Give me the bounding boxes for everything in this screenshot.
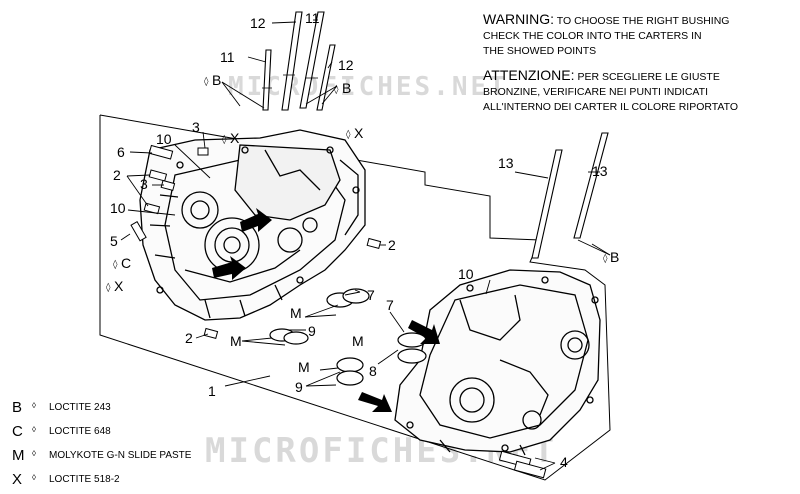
warning-it-text-3: ALL'INTERNO DEI CARTER IL COLORE RIPORTA… xyxy=(483,101,739,113)
drop-icon: ◊ xyxy=(106,282,111,293)
callout-2-bottom: 2 xyxy=(185,330,193,346)
callout-X-left: X xyxy=(114,278,124,294)
callout-7-left: 7 xyxy=(367,287,375,303)
callout-9-upper: 9 xyxy=(308,323,316,339)
callout-6: 6 xyxy=(117,144,125,160)
legend-code: M xyxy=(12,447,25,464)
studs-top xyxy=(262,11,336,111)
drop-icon: ◊ xyxy=(603,253,608,264)
warning-it-text-2: BRONZINE, VERIFICARE NEI PUNTI INDICATI xyxy=(483,86,708,98)
drop-icon: ◊ xyxy=(204,76,209,87)
inspection-arrows xyxy=(212,208,440,412)
callout-9-lower: 9 xyxy=(295,379,303,395)
callout-10-top: 10 xyxy=(156,131,172,147)
legend-text: LOCTITE 518-2 xyxy=(49,474,120,485)
pins xyxy=(130,144,547,479)
callout-10-right: 10 xyxy=(458,266,474,282)
callout-3-top: 3 xyxy=(192,119,200,135)
callout-B-studs13: B xyxy=(610,249,619,265)
callout-labels: 12 11 11 12 B B 3 X X 10 6 2 3 10 5 C X … xyxy=(110,10,619,470)
callout-X-right: X xyxy=(354,125,364,141)
callout-M-upper: M xyxy=(290,305,302,321)
warning-title-en: WARNING: xyxy=(483,11,555,27)
legend-text: LOCTITE 648 xyxy=(49,426,111,437)
warning-en-text-2: CHECK THE COLOR INTO THE CARTERS IN xyxy=(483,30,702,42)
callout-11-top: 11 xyxy=(305,10,320,26)
callout-10-left: 10 xyxy=(110,200,126,216)
assembly-outline xyxy=(99,114,611,481)
legend-text: LOCTITE 243 xyxy=(49,402,111,413)
callout-X-top: X xyxy=(230,130,240,146)
studs-13 xyxy=(531,132,609,259)
callout-13-right: 13 xyxy=(592,163,608,179)
callout-M-lower-left: M xyxy=(230,333,242,349)
callout-2-left: 2 xyxy=(113,167,121,183)
callout-M-right: M xyxy=(352,333,364,349)
callout-C: C xyxy=(121,255,131,271)
warning-it-line-1: ATTENZIONE: PER SCEGLIERE LE GIUSTE xyxy=(483,68,738,85)
callout-1: 1 xyxy=(208,383,216,399)
callout-M-lower: M xyxy=(298,359,310,375)
callout-4: 4 xyxy=(560,454,568,470)
callout-B-right: B xyxy=(342,80,351,96)
callout-3-left: 3 xyxy=(140,176,148,192)
warning-en-text-1: TO CHOOSE THE RIGHT BUSHING xyxy=(556,15,730,27)
drop-icon: ◊ xyxy=(32,473,36,482)
warning-en: WARNING: TO CHOOSE THE RIGHT BUSHING CHE… xyxy=(483,12,729,59)
warning-it-text-1: PER SCEGLIERE LE GIUSTE xyxy=(577,71,720,83)
callout-5: 5 xyxy=(110,233,118,249)
callout-13-left: 13 xyxy=(498,155,514,171)
drop-icon: ◊ xyxy=(113,259,118,270)
drop-icon: ◊ xyxy=(346,129,351,140)
legend-text: MOLYKOTE G-N SLIDE PASTE xyxy=(49,450,192,461)
callout-12-right: 12 xyxy=(338,57,354,73)
legend-code: B xyxy=(12,399,23,416)
drop-icon: ◊ xyxy=(32,449,36,458)
watermark-top: MICROFICHES.NET xyxy=(228,72,508,102)
callout-7-right: 7 xyxy=(386,297,394,313)
warning-en-text-3: THE SHOWED POINTS xyxy=(483,45,597,57)
leader-lines xyxy=(120,19,611,471)
callout-11-left: 11 xyxy=(220,49,235,65)
drop-icon: ◊ xyxy=(334,84,339,95)
callout-12-top: 12 xyxy=(250,15,266,31)
callout-2-right: 2 xyxy=(388,237,396,253)
warning-title-it: ATTENZIONE: xyxy=(483,67,575,83)
legend-code: X xyxy=(12,471,23,488)
warning-it: ATTENZIONE: PER SCEGLIERE LE GIUSTE BRON… xyxy=(483,68,738,115)
crankcase-right xyxy=(394,269,601,456)
legend-code: C xyxy=(12,423,23,440)
drop-icon: ◊ xyxy=(222,134,227,145)
drop-icon: ◊ xyxy=(32,401,36,410)
callout-B-left: B xyxy=(212,72,221,88)
bushings xyxy=(269,288,427,386)
callout-8: 8 xyxy=(369,363,377,379)
drop-icon: ◊ xyxy=(32,425,36,434)
drop-symbols: ◊ ◊ ◊ ◊ ◊ ◊ ◊ xyxy=(106,76,608,293)
warning-en-line-1: WARNING: TO CHOOSE THE RIGHT BUSHING xyxy=(483,12,729,29)
